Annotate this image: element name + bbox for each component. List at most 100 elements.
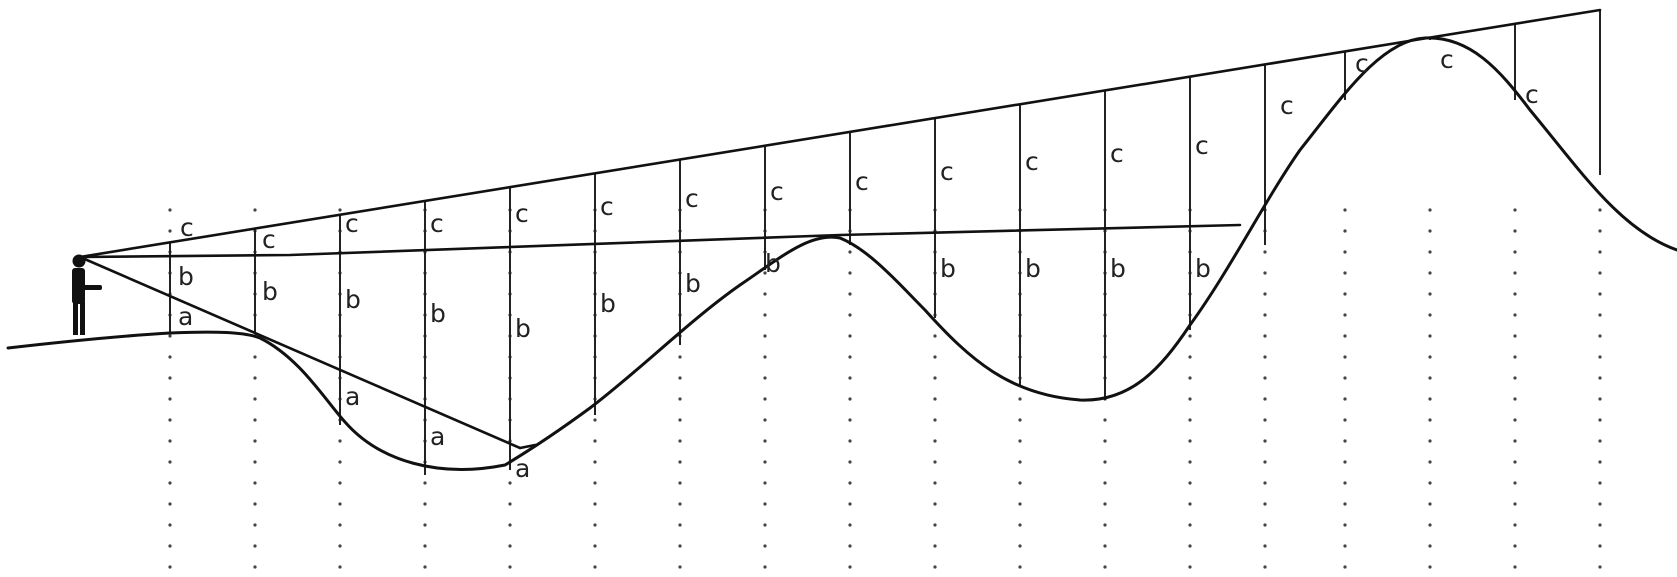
- grid-dot: [1428, 565, 1431, 568]
- grid-dot: [1103, 460, 1106, 463]
- grid-dot: [1188, 481, 1191, 484]
- grid-dot: [1513, 250, 1516, 253]
- grid-dot: [1513, 544, 1516, 547]
- grid-dot: [1513, 229, 1516, 232]
- segment-label-b: b: [1110, 254, 1126, 283]
- grid-dot: [1598, 334, 1601, 337]
- grid-dot: [848, 544, 851, 547]
- segment-label-b: b: [1195, 254, 1211, 283]
- segment-label-c: c: [770, 177, 784, 206]
- terrain-profile-line: [8, 38, 1677, 470]
- segment-label-c: c: [1025, 147, 1039, 176]
- grid-dot: [933, 439, 936, 442]
- upper-sight-line: [80, 10, 1600, 257]
- grid-dot: [168, 439, 171, 442]
- grid-dot: [1018, 565, 1021, 568]
- segment-label-b: b: [940, 254, 956, 283]
- grid-dot: [168, 208, 171, 211]
- grid-dot: [423, 523, 426, 526]
- grid-dot: [168, 229, 171, 232]
- grid-dot: [1513, 439, 1516, 442]
- grid-dot: [678, 565, 681, 568]
- grid-dot: [933, 544, 936, 547]
- grid-dot: [1513, 523, 1516, 526]
- grid-dot: [1598, 292, 1601, 295]
- grid-dot: [1513, 376, 1516, 379]
- grid-dot: [1513, 565, 1516, 568]
- grid-dot: [1343, 271, 1346, 274]
- grid-dot: [848, 397, 851, 400]
- grid-dot: [1343, 565, 1346, 568]
- grid-dot: [1428, 481, 1431, 484]
- grid-dot: [1428, 523, 1431, 526]
- grid-dot: [848, 439, 851, 442]
- segment-label-b: b: [765, 249, 781, 278]
- grid-dot: [1343, 460, 1346, 463]
- grid-dot: [1343, 250, 1346, 253]
- grid-dot: [678, 355, 681, 358]
- grid-dot: [763, 460, 766, 463]
- grid-dot: [1018, 502, 1021, 505]
- grid-dot: [253, 502, 256, 505]
- grid-dot: [338, 439, 341, 442]
- grid-dot: [593, 481, 596, 484]
- grid-dot: [933, 523, 936, 526]
- grid-dot: [1428, 334, 1431, 337]
- grid-dot: [253, 481, 256, 484]
- grid-dot: [1598, 523, 1601, 526]
- grid-dot: [1263, 313, 1266, 316]
- segment-label-b: b: [178, 262, 194, 291]
- grid-dot: [168, 397, 171, 400]
- grid-dot: [1188, 376, 1191, 379]
- segment-label-b: b: [430, 299, 446, 328]
- grid-dot: [1343, 523, 1346, 526]
- grid-dot: [678, 460, 681, 463]
- grid-dot: [1513, 502, 1516, 505]
- grid-dot: [423, 565, 426, 568]
- grid-dot: [1018, 544, 1021, 547]
- segment-label-c: c: [1525, 80, 1539, 109]
- grid-dot: [1263, 565, 1266, 568]
- grid-dot: [1428, 208, 1431, 211]
- grid-dot: [678, 439, 681, 442]
- grid-dot: [763, 355, 766, 358]
- grid-dot: [933, 376, 936, 379]
- grid-dot: [1103, 565, 1106, 568]
- grid-dot: [1018, 418, 1021, 421]
- grid-dot: [763, 502, 766, 505]
- grid-dot: [423, 481, 426, 484]
- grid-dot: [253, 376, 256, 379]
- segment-label-c: c: [1355, 49, 1369, 78]
- segment-label-c: c: [1195, 131, 1209, 160]
- grid-dot: [168, 523, 171, 526]
- grid-dot: [848, 250, 851, 253]
- grid-dot: [508, 481, 511, 484]
- grid-dot: [1263, 355, 1266, 358]
- grid-dot: [848, 334, 851, 337]
- observer-arm: [83, 285, 102, 290]
- grid-dot: [168, 544, 171, 547]
- grid-dot: [1598, 565, 1601, 568]
- grid-dot: [1343, 355, 1346, 358]
- grid-dot: [1188, 439, 1191, 442]
- grid-dot: [848, 271, 851, 274]
- grid-dot: [1428, 229, 1431, 232]
- grid-dot: [168, 502, 171, 505]
- grid-dot: [1598, 355, 1601, 358]
- grid-dot: [763, 376, 766, 379]
- grid-dot: [678, 502, 681, 505]
- segment-label-c: c: [515, 199, 529, 228]
- grid-dot: [1343, 439, 1346, 442]
- grid-dot: [593, 502, 596, 505]
- grid-dot: [1598, 208, 1601, 211]
- grid-dot: [848, 481, 851, 484]
- vertical-division-lines: [170, 10, 1600, 475]
- grid-dot: [1598, 460, 1601, 463]
- grid-dot: [1263, 250, 1266, 253]
- grid-dot: [848, 292, 851, 295]
- grid-dot: [1263, 502, 1266, 505]
- segment-label-b: b: [262, 277, 278, 306]
- grid-dot: [763, 292, 766, 295]
